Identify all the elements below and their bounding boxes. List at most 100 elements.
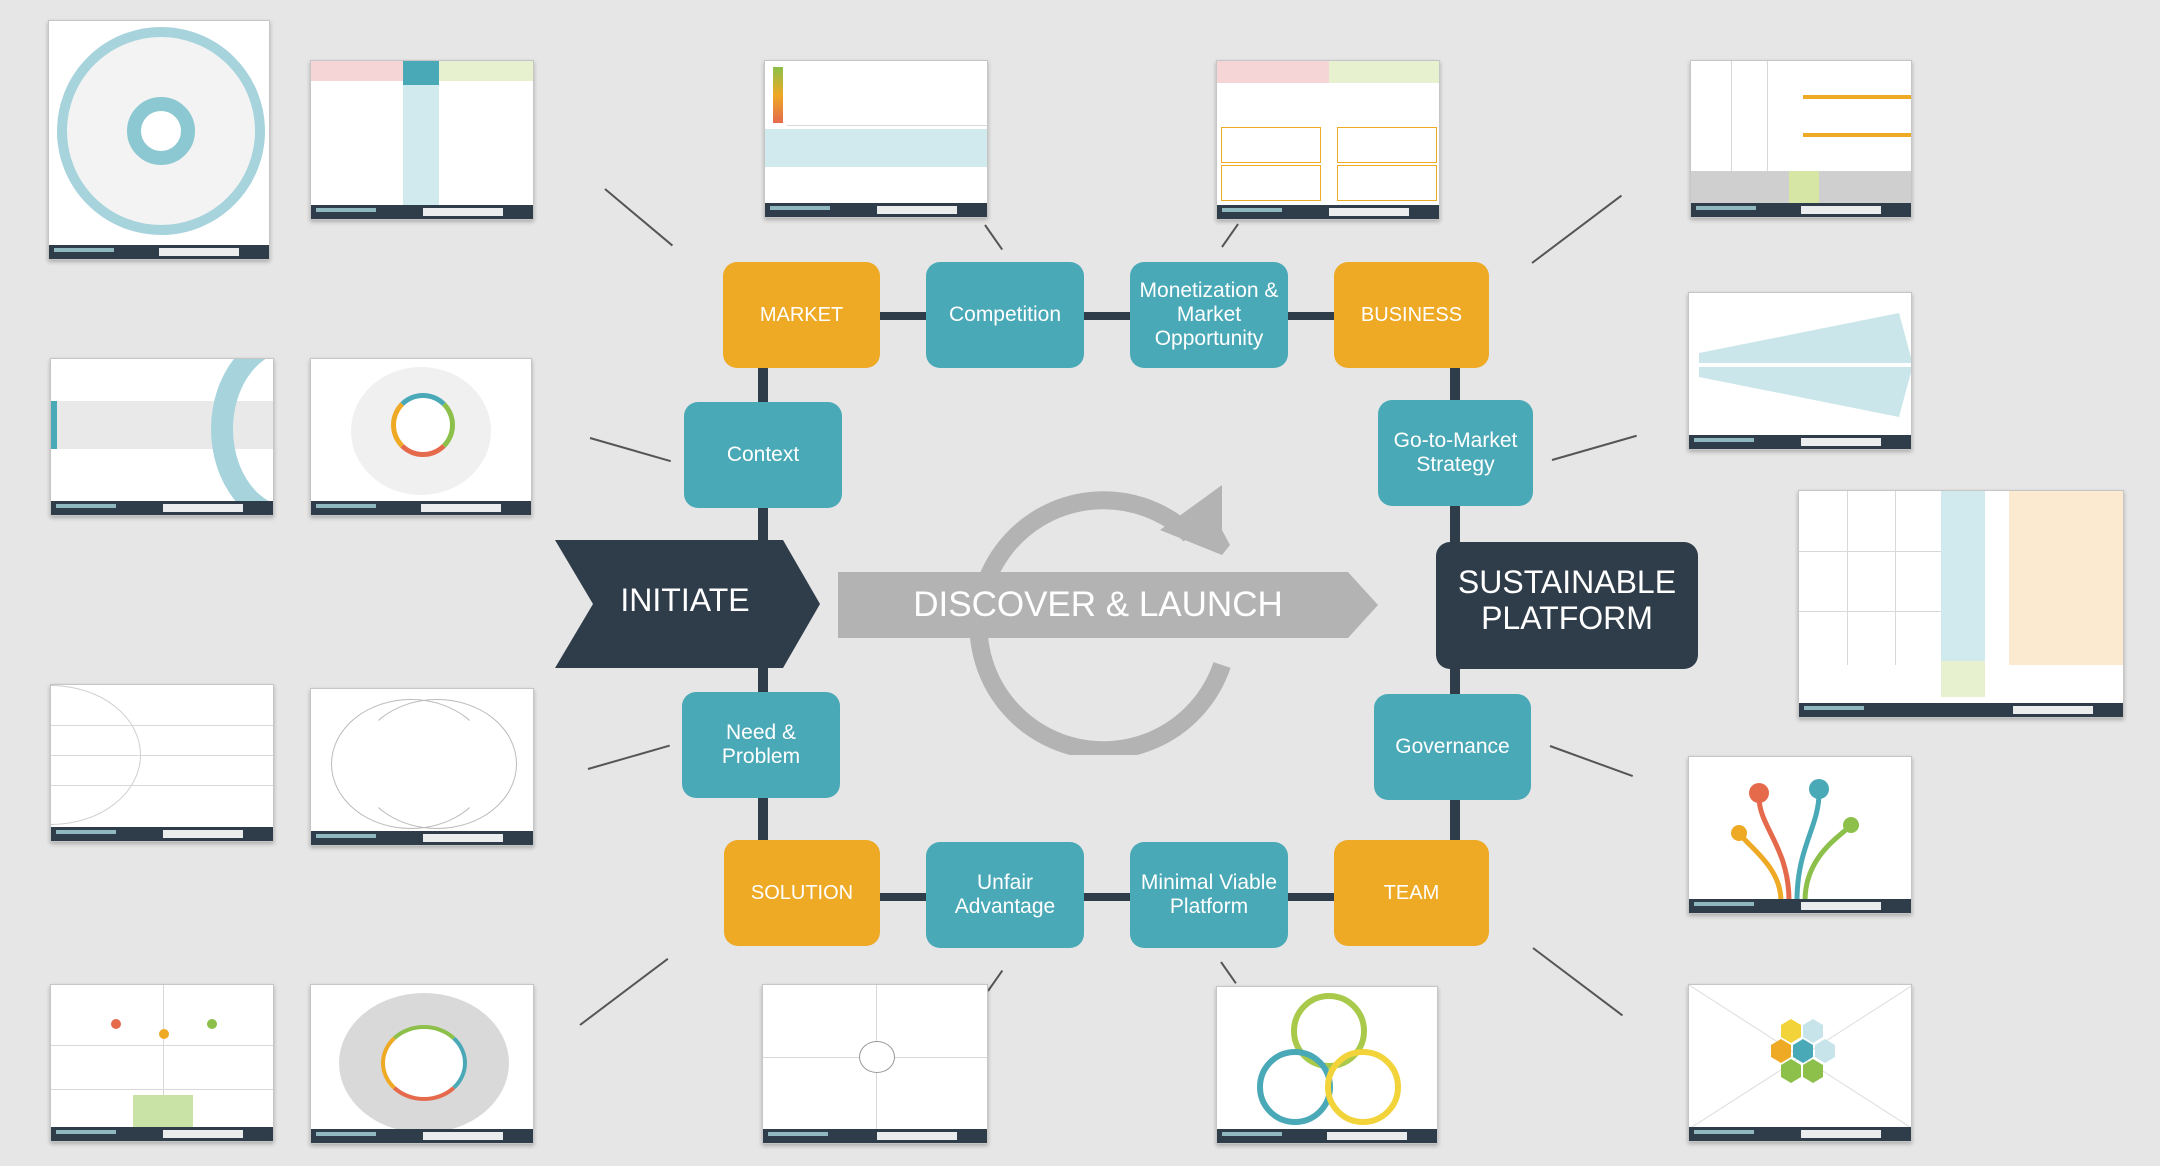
connector-line <box>1551 434 1637 461</box>
pink-band <box>311 61 403 81</box>
step-monetization-label-3: Opportunity <box>1154 327 1264 350</box>
green-cell <box>1789 171 1819 205</box>
thumbnail-footer <box>311 501 531 515</box>
gradient-bar <box>773 67 783 123</box>
canvas-thumbnail[interactable] <box>50 684 274 842</box>
initiate-label: INITIATE <box>620 581 750 618</box>
phase-market-label: MARKET <box>759 304 844 326</box>
left-arc <box>331 699 491 829</box>
dot <box>207 1019 217 1029</box>
step-need-label-2: Problem <box>721 745 801 768</box>
connector-line <box>604 188 674 247</box>
step-monetization[interactable]: Monetization & Market Opportunity <box>1130 262 1288 368</box>
phase-business[interactable]: BUSINESS <box>1334 262 1489 368</box>
teal-column <box>403 61 439 207</box>
color-ring <box>391 393 455 457</box>
green-block <box>133 1095 193 1127</box>
thumbnail-footer <box>1799 703 2123 717</box>
frame-bar-top <box>762 312 1460 320</box>
phase-solution-label: SOLUTION <box>750 882 854 904</box>
thumbnail-footer <box>1689 899 1911 913</box>
canvas-thumbnail[interactable] <box>48 20 270 260</box>
step-need-label-1: Need & <box>725 721 797 744</box>
canvas-thumbnail[interactable] <box>762 984 988 1144</box>
teal-header <box>403 61 439 85</box>
dot <box>159 1029 169 1039</box>
phase-market[interactable]: MARKET <box>723 262 880 368</box>
canvas-thumbnail[interactable] <box>1688 756 1912 914</box>
step-monetization-label-2: Market <box>1176 303 1242 326</box>
pink-band <box>1217 61 1329 83</box>
left-bar <box>51 401 57 449</box>
thumbnail-footer <box>49 245 269 259</box>
canvas-thumbnail[interactable] <box>310 688 534 846</box>
canvas-thumbnail[interactable] <box>1688 984 1912 1142</box>
gridline <box>787 125 987 126</box>
hexagon-cluster <box>1689 985 1911 1129</box>
canvas-thumbnail[interactable] <box>310 60 534 220</box>
step-unfair-advantage[interactable]: Unfair Advantage <box>926 842 1084 948</box>
thumbnail-footer <box>311 205 533 219</box>
inner-circle <box>381 1025 467 1101</box>
canvas-thumbnail[interactable] <box>1798 490 2124 718</box>
arc <box>211 359 273 515</box>
step-minimal-viable-platform[interactable]: Minimal Viable Platform <box>1130 842 1288 948</box>
thumbnail-footer <box>1691 203 1911 217</box>
connector-line <box>579 958 669 1026</box>
thumbnail-footer <box>1217 1129 1437 1143</box>
gridline <box>51 1045 273 1046</box>
sustainable-label-line1: SUSTAINABLE <box>1457 563 1677 600</box>
phase-solution[interactable]: SOLUTION <box>724 840 880 946</box>
discover-label: DISCOVER & LAUNCH <box>913 585 1283 624</box>
step-need-problem[interactable]: Need & Problem <box>682 692 840 798</box>
cycle-arrow-icon <box>969 485 1231 755</box>
step-mvp-label-1: Minimal Viable <box>1140 871 1278 894</box>
tree-shape <box>1731 779 1859 901</box>
canvas-thumbnail[interactable] <box>310 358 532 516</box>
canvas-thumbnail[interactable] <box>764 60 988 218</box>
phase-team-label: TEAM <box>1383 882 1440 904</box>
phase-business-label: BUSINESS <box>1360 304 1463 326</box>
canvas-thumbnail[interactable] <box>310 984 534 1144</box>
right-arc <box>357 699 517 829</box>
phase-team[interactable]: TEAM <box>1334 840 1489 946</box>
thumbnail-footer <box>51 1127 273 1141</box>
ring-yellow <box>1325 1049 1401 1125</box>
gridline <box>51 785 273 786</box>
canvas-thumbnail[interactable] <box>1690 60 1912 218</box>
funnel-shape <box>1689 313 1911 417</box>
gridline <box>163 985 164 1129</box>
step-context[interactable]: Context <box>684 402 842 508</box>
gridline <box>1847 491 1848 665</box>
teal-column <box>1941 491 1985 665</box>
gridline <box>1895 491 1896 665</box>
canvas-thumbnail[interactable] <box>1688 292 1912 450</box>
step-competition-label: Competition <box>948 303 1062 326</box>
thumbnail-footer <box>311 1129 533 1143</box>
gridline <box>1799 611 1941 612</box>
canvas-thumbnail[interactable] <box>1216 986 1438 1144</box>
green-band <box>1329 61 1439 83</box>
connector-line <box>1531 194 1623 264</box>
green-cell <box>1941 661 1985 697</box>
step-competition[interactable]: Competition <box>926 262 1084 368</box>
sustainable-label-line2: PLATFORM <box>1481 599 1653 636</box>
connector-line <box>1221 223 1239 248</box>
connector-line <box>1532 947 1624 1017</box>
canvas-thumbnail[interactable] <box>50 358 274 516</box>
gridline <box>51 1089 273 1090</box>
step-go-to-market[interactable]: Go-to-Market Strategy <box>1378 400 1533 506</box>
gridline <box>51 755 273 756</box>
canvas-thumbnail[interactable] <box>50 984 274 1142</box>
thumbnail-footer <box>51 501 273 515</box>
canvas-thumbnail[interactable] <box>1216 60 1440 220</box>
yellow-row <box>1803 133 1911 137</box>
gridline <box>1799 551 1941 552</box>
step-governance[interactable]: Governance <box>1374 694 1531 800</box>
discover-arrow <box>838 572 1378 638</box>
ring-teal <box>1257 1049 1333 1125</box>
step-mvp-label-2: Platform <box>1169 895 1249 918</box>
step-unfair-label-1: Unfair <box>976 871 1034 894</box>
gold-box <box>1337 165 1437 201</box>
